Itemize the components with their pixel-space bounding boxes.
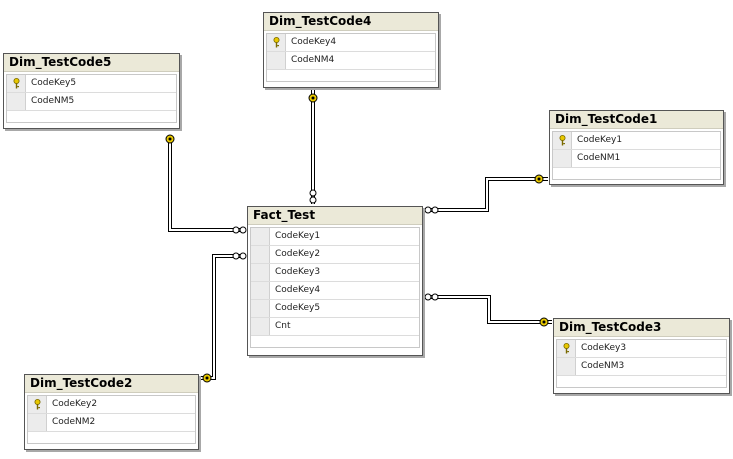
row-selector[interactable] — [7, 75, 26, 92]
table-title[interactable]: Dim_TestCode4 — [264, 13, 438, 31]
table-title[interactable]: Dim_TestCode2 — [25, 375, 198, 393]
row-selector[interactable] — [553, 132, 572, 149]
row-selector[interactable] — [251, 318, 270, 335]
table-dim-testcode2[interactable]: Dim_TestCode2 CodeKey2 CodeNM2 — [24, 374, 199, 450]
column-name: CodeKey5 — [275, 303, 321, 313]
column-row[interactable]: Cnt — [251, 318, 419, 336]
column-row[interactable]: CodeKey5 — [251, 300, 419, 318]
relationship-dim5-fact[interactable] — [165, 134, 247, 234]
table-dim-testcode1[interactable]: Dim_TestCode1 CodeKey1 CodeNM1 — [549, 110, 724, 185]
relationship-dim4-fact[interactable] — [308, 90, 318, 204]
table-title[interactable]: Dim_TestCode5 — [4, 54, 179, 72]
column-name: CodeNM2 — [52, 417, 96, 427]
row-selector[interactable] — [267, 34, 286, 51]
table-title[interactable]: Dim_TestCode3 — [554, 319, 729, 337]
primary-key-icon — [13, 78, 20, 89]
column-grid: CodeKey2 CodeNM2 — [27, 395, 196, 444]
column-row[interactable]: CodeNM2 — [28, 414, 195, 432]
empty-row — [28, 432, 195, 443]
column-name: CodeNM5 — [31, 96, 75, 106]
table-title[interactable]: Fact_Test — [248, 207, 422, 225]
table-fact-test[interactable]: Fact_Test CodeKey1 CodeKey2 CodeKey3 Cod… — [247, 206, 423, 356]
column-row[interactable]: CodeKey4 — [251, 282, 419, 300]
column-name: CodeKey3 — [581, 343, 627, 353]
empty-row — [267, 70, 435, 81]
table-title[interactable]: Dim_TestCode1 — [550, 111, 723, 129]
column-name: CodeKey5 — [31, 78, 77, 88]
column-row[interactable]: CodeKey1 — [251, 228, 419, 246]
relationship-dim3-fact[interactable] — [422, 293, 552, 327]
column-name: CodeKey3 — [275, 267, 321, 277]
row-selector[interactable] — [251, 264, 270, 281]
relationship-dim2-fact[interactable] — [199, 252, 247, 383]
primary-key-icon — [34, 399, 41, 410]
primary-key-icon — [559, 135, 566, 146]
column-name: Cnt — [275, 321, 291, 331]
column-grid: CodeKey3 CodeNM3 — [556, 339, 727, 388]
row-selector[interactable] — [28, 396, 47, 413]
empty-row — [557, 376, 726, 387]
column-row[interactable]: CodeKey3 — [557, 340, 726, 358]
column-row[interactable]: CodeNM5 — [7, 93, 176, 111]
column-grid: CodeKey4 CodeNM4 — [266, 33, 436, 82]
row-selector[interactable] — [553, 150, 572, 167]
row-selector[interactable] — [7, 93, 26, 110]
table-dim-testcode5[interactable]: Dim_TestCode5 CodeKey5 CodeNM5 — [3, 53, 180, 129]
column-row[interactable]: CodeNM3 — [557, 358, 726, 376]
column-name: CodeNM3 — [581, 361, 625, 371]
table-dim-testcode4[interactable]: Dim_TestCode4 CodeKey4 CodeNM4 — [263, 12, 439, 88]
column-row[interactable]: CodeNM4 — [267, 52, 435, 70]
column-row[interactable]: CodeKey2 — [28, 396, 195, 414]
column-row[interactable]: CodeNM1 — [553, 150, 720, 168]
row-selector[interactable] — [251, 246, 270, 263]
row-selector[interactable] — [251, 228, 270, 245]
empty-row — [553, 168, 720, 179]
row-selector[interactable] — [557, 358, 576, 375]
column-name: CodeKey2 — [275, 249, 321, 259]
relationship-dim1-fact[interactable] — [422, 174, 548, 214]
row-selector[interactable] — [28, 414, 47, 431]
column-name: CodeNM4 — [291, 55, 335, 65]
empty-row — [251, 336, 419, 347]
column-row[interactable]: CodeKey3 — [251, 264, 419, 282]
column-row[interactable]: CodeKey1 — [553, 132, 720, 150]
row-selector[interactable] — [557, 340, 576, 357]
column-name: CodeKey1 — [577, 135, 623, 145]
table-dim-testcode3[interactable]: Dim_TestCode3 CodeKey3 CodeNM3 — [553, 318, 730, 394]
column-name: CodeKey4 — [291, 37, 337, 47]
row-selector[interactable] — [251, 282, 270, 299]
column-row[interactable]: CodeKey2 — [251, 246, 419, 264]
row-selector[interactable] — [267, 52, 286, 69]
column-row[interactable]: CodeKey4 — [267, 34, 435, 52]
column-grid: CodeKey5 CodeNM5 — [6, 74, 177, 123]
primary-key-icon — [563, 343, 570, 354]
column-grid: CodeKey1 CodeKey2 CodeKey3 CodeKey4 Code… — [250, 227, 420, 348]
column-name: CodeKey2 — [52, 399, 98, 409]
column-name: CodeKey1 — [275, 231, 321, 241]
column-grid: CodeKey1 CodeNM1 — [552, 131, 721, 180]
column-name: CodeKey4 — [275, 285, 321, 295]
primary-key-icon — [273, 37, 280, 48]
row-selector[interactable] — [251, 300, 270, 317]
column-name: CodeNM1 — [577, 153, 621, 163]
column-row[interactable]: CodeKey5 — [7, 75, 176, 93]
empty-row — [7, 111, 176, 122]
